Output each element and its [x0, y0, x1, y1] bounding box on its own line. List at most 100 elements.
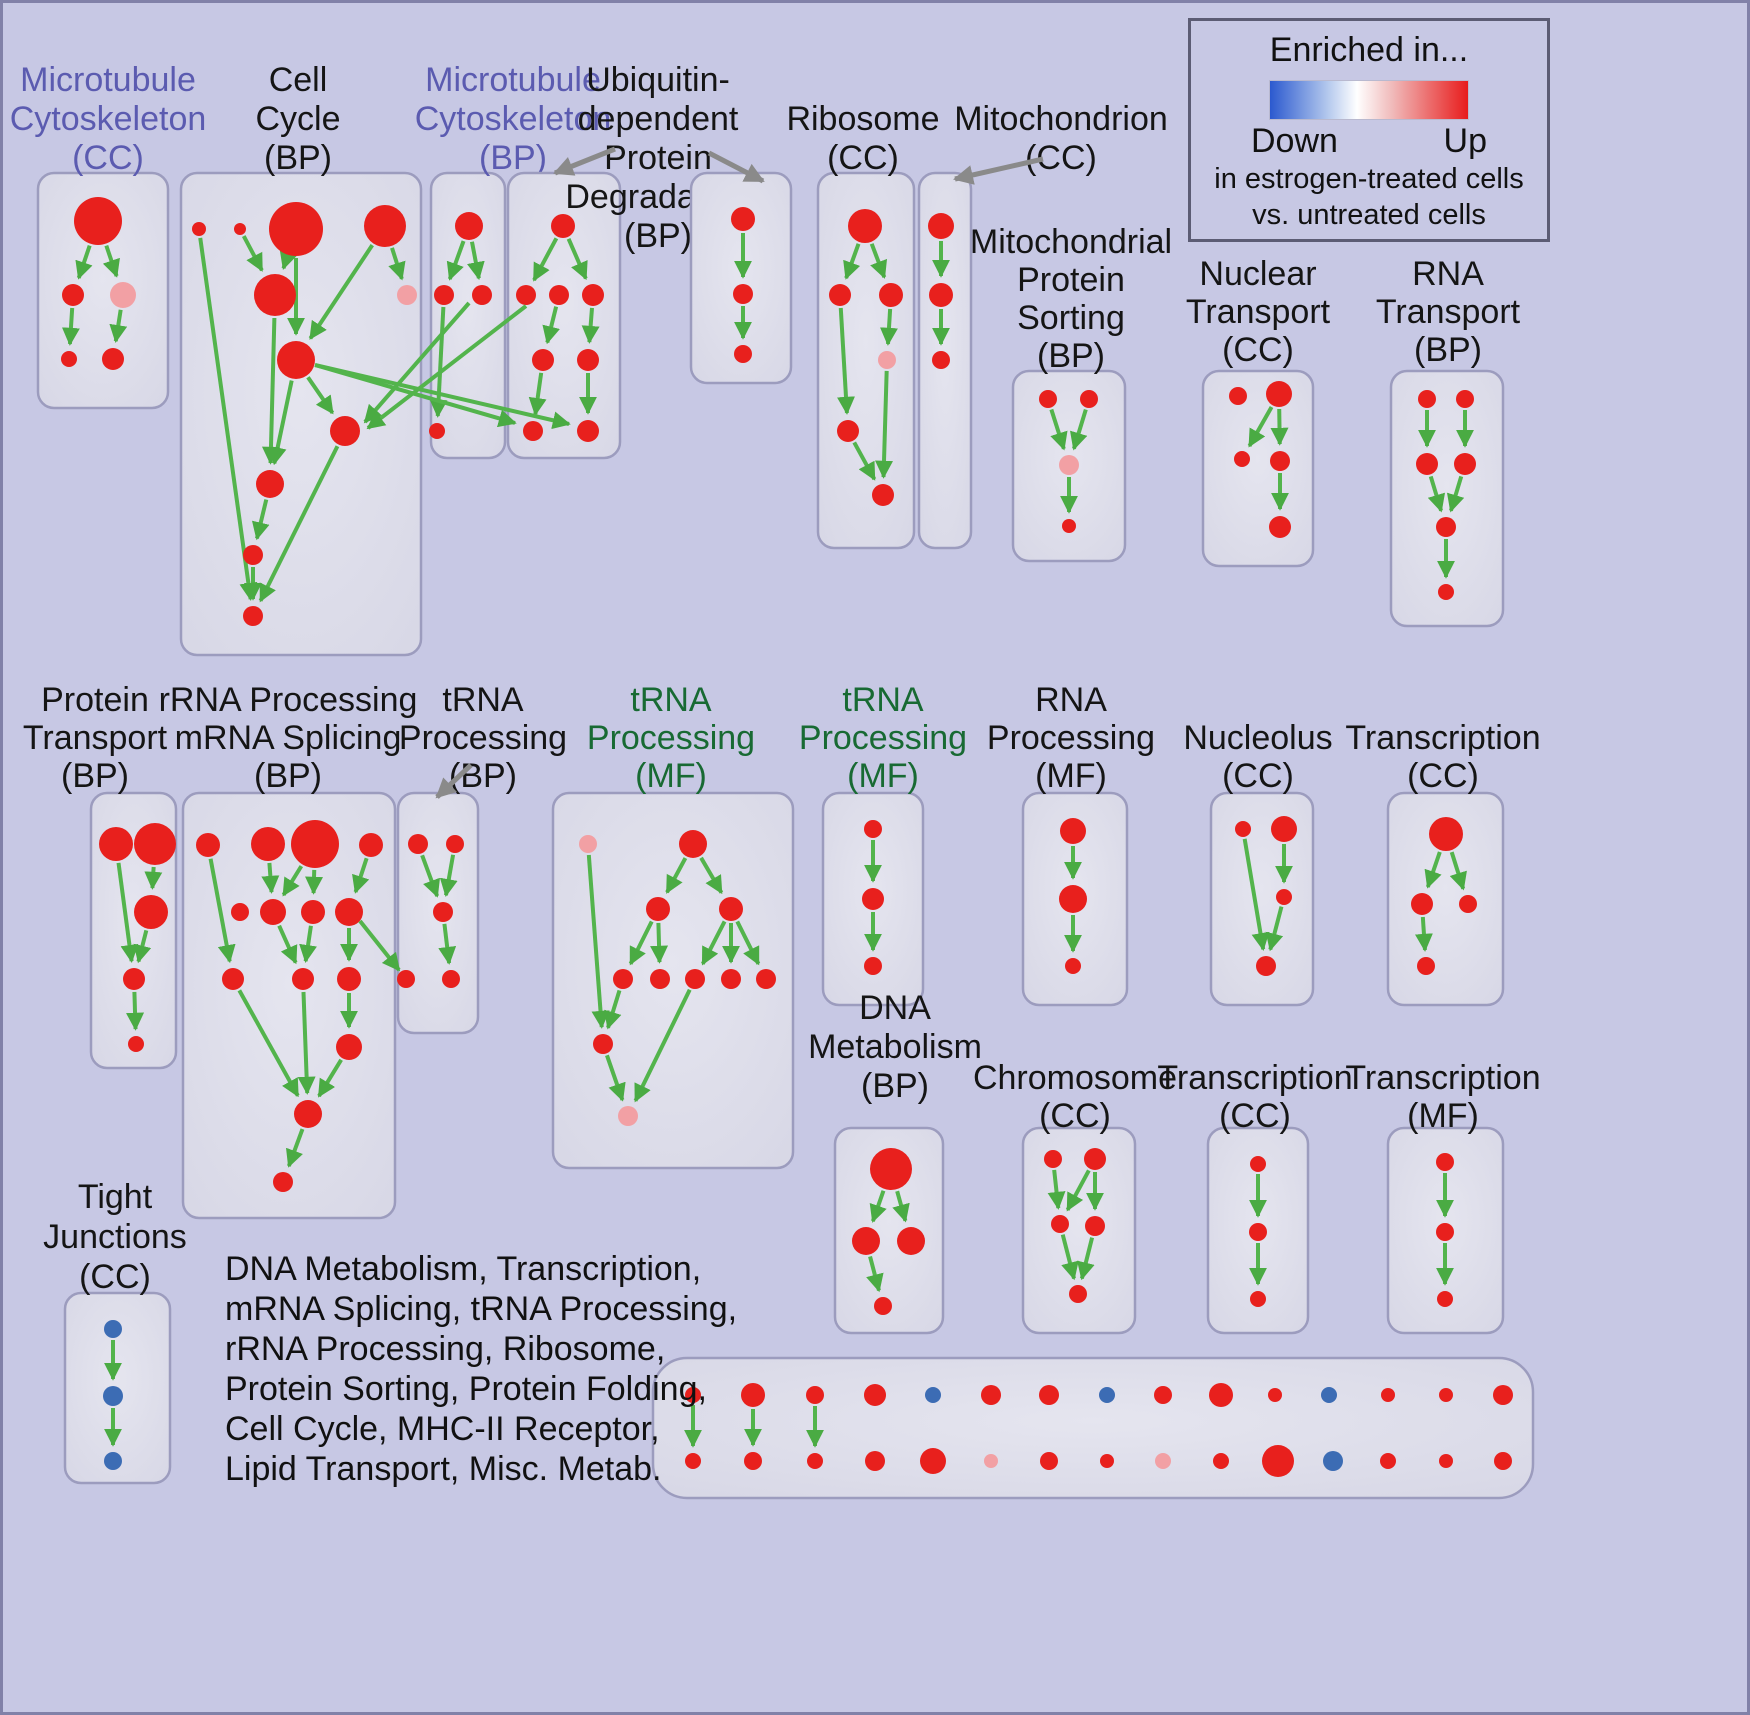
node — [1418, 390, 1436, 408]
group-label: Microtubule — [425, 61, 601, 99]
node — [685, 1387, 701, 1403]
group-label: RNA — [1412, 255, 1484, 293]
node — [928, 213, 954, 239]
group-label: Processing — [399, 719, 567, 757]
group-label: Transcription — [1345, 1059, 1540, 1097]
node — [1321, 1387, 1337, 1403]
node — [1411, 893, 1433, 915]
edge — [116, 862, 139, 963]
edge — [286, 1128, 305, 1168]
legend: Enriched in... Down Up in estrogen-treat… — [1188, 18, 1550, 242]
node — [646, 897, 670, 921]
node — [1039, 390, 1057, 408]
edge — [879, 308, 898, 346]
node — [1250, 1156, 1266, 1172]
node — [292, 968, 314, 990]
node — [1256, 956, 1276, 976]
group-transcription-cc-upper: Transcription(CC) — [1345, 719, 1541, 1007]
node — [104, 1320, 122, 1338]
group-label: (BP) — [624, 217, 692, 255]
group-label: Processing — [987, 719, 1155, 757]
node — [1276, 889, 1292, 905]
edge — [1247, 406, 1274, 448]
node — [874, 1297, 892, 1315]
node — [1084, 1148, 1106, 1170]
group-label: Tight — [78, 1178, 153, 1216]
node — [523, 421, 543, 441]
node — [277, 341, 315, 379]
node — [878, 351, 896, 369]
node — [744, 1452, 762, 1470]
group-label: Mitochondrion — [954, 100, 1168, 138]
node — [269, 202, 323, 256]
misc-pathways-note: DNA Metabolism, Transcription, mRNA Spli… — [225, 1249, 737, 1489]
node — [925, 1387, 941, 1403]
node — [872, 484, 894, 506]
edge — [1060, 1234, 1079, 1281]
edge — [542, 306, 560, 345]
node — [1209, 1383, 1233, 1407]
edge — [439, 854, 458, 898]
group-label: Processing — [587, 719, 755, 757]
edge — [700, 920, 727, 966]
edge — [892, 1190, 910, 1223]
node — [128, 1036, 144, 1052]
group-label: Ribosome — [786, 100, 939, 138]
node — [231, 903, 249, 921]
node — [408, 834, 428, 854]
edge — [1242, 838, 1270, 952]
edge — [305, 869, 324, 895]
node — [613, 969, 633, 989]
edge — [581, 307, 600, 344]
node — [455, 212, 483, 240]
group-label: (MF) — [847, 757, 919, 795]
group-label: Cell — [269, 61, 328, 99]
node — [1380, 1453, 1396, 1469]
legend-title: Enriched in... — [1269, 31, 1469, 69]
node — [1069, 1285, 1087, 1303]
node — [929, 283, 953, 307]
node — [99, 827, 133, 861]
edge — [837, 307, 855, 415]
node — [104, 1452, 122, 1470]
edge — [388, 247, 406, 281]
node — [920, 1448, 946, 1474]
node — [1039, 1385, 1059, 1405]
group-label: (BP) — [479, 139, 547, 177]
node — [1270, 451, 1290, 471]
node — [1044, 1150, 1062, 1168]
group-label: Nuclear — [1199, 255, 1316, 293]
node — [721, 969, 741, 989]
node — [1059, 885, 1087, 913]
node — [1249, 1223, 1267, 1241]
node — [756, 969, 776, 989]
node — [1439, 1454, 1453, 1468]
group-chromosome-cc: Chromosome(CC) — [973, 1059, 1177, 1335]
node — [1065, 958, 1081, 974]
edge — [605, 1054, 626, 1102]
group-label: Transport — [23, 719, 168, 757]
node — [532, 349, 554, 371]
edge — [352, 857, 370, 894]
edge — [258, 445, 340, 603]
edge — [1414, 916, 1433, 952]
node — [434, 285, 454, 305]
group-label: (CC) — [1222, 757, 1294, 795]
edge — [317, 1058, 343, 1098]
group-box — [1201, 369, 1315, 568]
node — [1229, 387, 1247, 405]
misc-note-line: Cell Cycle, MHC-II Receptor, — [225, 1410, 660, 1448]
node — [733, 284, 753, 304]
group-label: (CC) — [827, 139, 899, 177]
node — [446, 835, 464, 853]
edge — [1446, 475, 1465, 513]
node — [62, 284, 84, 306]
group-box — [181, 791, 397, 1220]
node — [222, 968, 244, 990]
group-label: (MF) — [1407, 1097, 1479, 1135]
